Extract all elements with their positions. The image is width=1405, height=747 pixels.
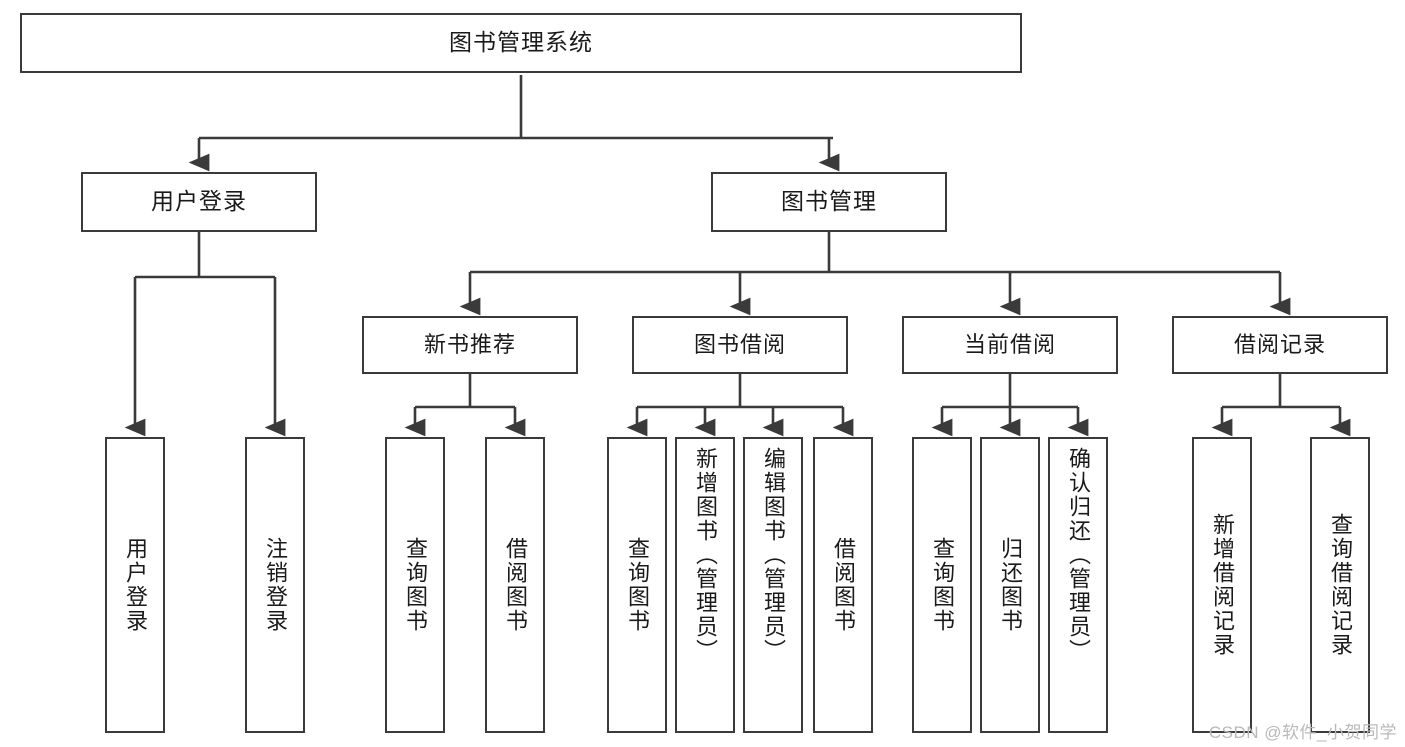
node-borrow-record[interactable]: 借阅记录 xyxy=(1172,316,1388,374)
leaf-borrow-book-borrow[interactable]: 借阅图书 xyxy=(813,437,873,733)
leaf-confirm-return-admin[interactable]: 确认归还（管理员） xyxy=(1048,437,1108,733)
node-label: 用户登录 xyxy=(122,537,148,633)
node-label: 新增借阅记录 xyxy=(1209,513,1235,657)
node-book-borrow[interactable]: 图书借阅 xyxy=(632,316,848,374)
csdn-watermark: CSDN @软件_小贺同学 xyxy=(1208,723,1397,742)
leaf-borrow-book-new[interactable]: 借阅图书 xyxy=(485,437,545,733)
node-label: 确认归还（管理员） xyxy=(1065,447,1091,663)
node-book-management[interactable]: 图书管理 xyxy=(711,172,947,232)
leaf-query-book-new[interactable]: 查询图书 xyxy=(385,437,445,733)
node-label: 查询借阅记录 xyxy=(1327,513,1353,657)
leaf-logout-login[interactable]: 注销登录 xyxy=(245,437,305,733)
node-label: 用户登录 xyxy=(151,188,247,215)
node-label: 查询图书 xyxy=(929,537,955,633)
node-label: 注销登录 xyxy=(262,537,288,633)
leaf-query-borrow-record[interactable]: 查询借阅记录 xyxy=(1310,437,1370,733)
leaf-return-book[interactable]: 归还图书 xyxy=(980,437,1040,733)
node-book-management-system[interactable]: 图书管理系统 xyxy=(20,13,1022,73)
node-label: 借阅记录 xyxy=(1233,331,1326,357)
node-label: 编辑图书（管理员） xyxy=(760,447,786,663)
node-label: 查询图书 xyxy=(402,537,428,633)
node-label: 归还图书 xyxy=(997,537,1023,633)
leaf-edit-book-admin[interactable]: 编辑图书（管理员） xyxy=(743,437,803,733)
node-label: 查询图书 xyxy=(624,537,650,633)
node-label: 新增图书（管理员） xyxy=(692,447,718,663)
leaf-add-book-admin[interactable]: 新增图书（管理员） xyxy=(675,437,735,733)
node-current-borrow[interactable]: 当前借阅 xyxy=(902,316,1118,374)
node-label: 当前借阅 xyxy=(963,331,1056,357)
leaf-query-book-current[interactable]: 查询图书 xyxy=(912,437,972,733)
leaf-add-borrow-record[interactable]: 新增借阅记录 xyxy=(1192,437,1252,733)
node-new-book-recommend[interactable]: 新书推荐 xyxy=(362,316,578,374)
node-label: 图书管理系统 xyxy=(449,29,593,56)
leaf-user-login[interactable]: 用户登录 xyxy=(105,437,165,733)
node-user-login[interactable]: 用户登录 xyxy=(81,172,317,232)
node-label: 图书借阅 xyxy=(693,331,786,357)
node-label: 新书推荐 xyxy=(423,331,516,357)
node-label: 借阅图书 xyxy=(830,537,856,633)
node-label: 借阅图书 xyxy=(502,537,528,633)
leaf-query-book-borrow[interactable]: 查询图书 xyxy=(607,437,667,733)
node-label: 图书管理 xyxy=(781,188,877,215)
